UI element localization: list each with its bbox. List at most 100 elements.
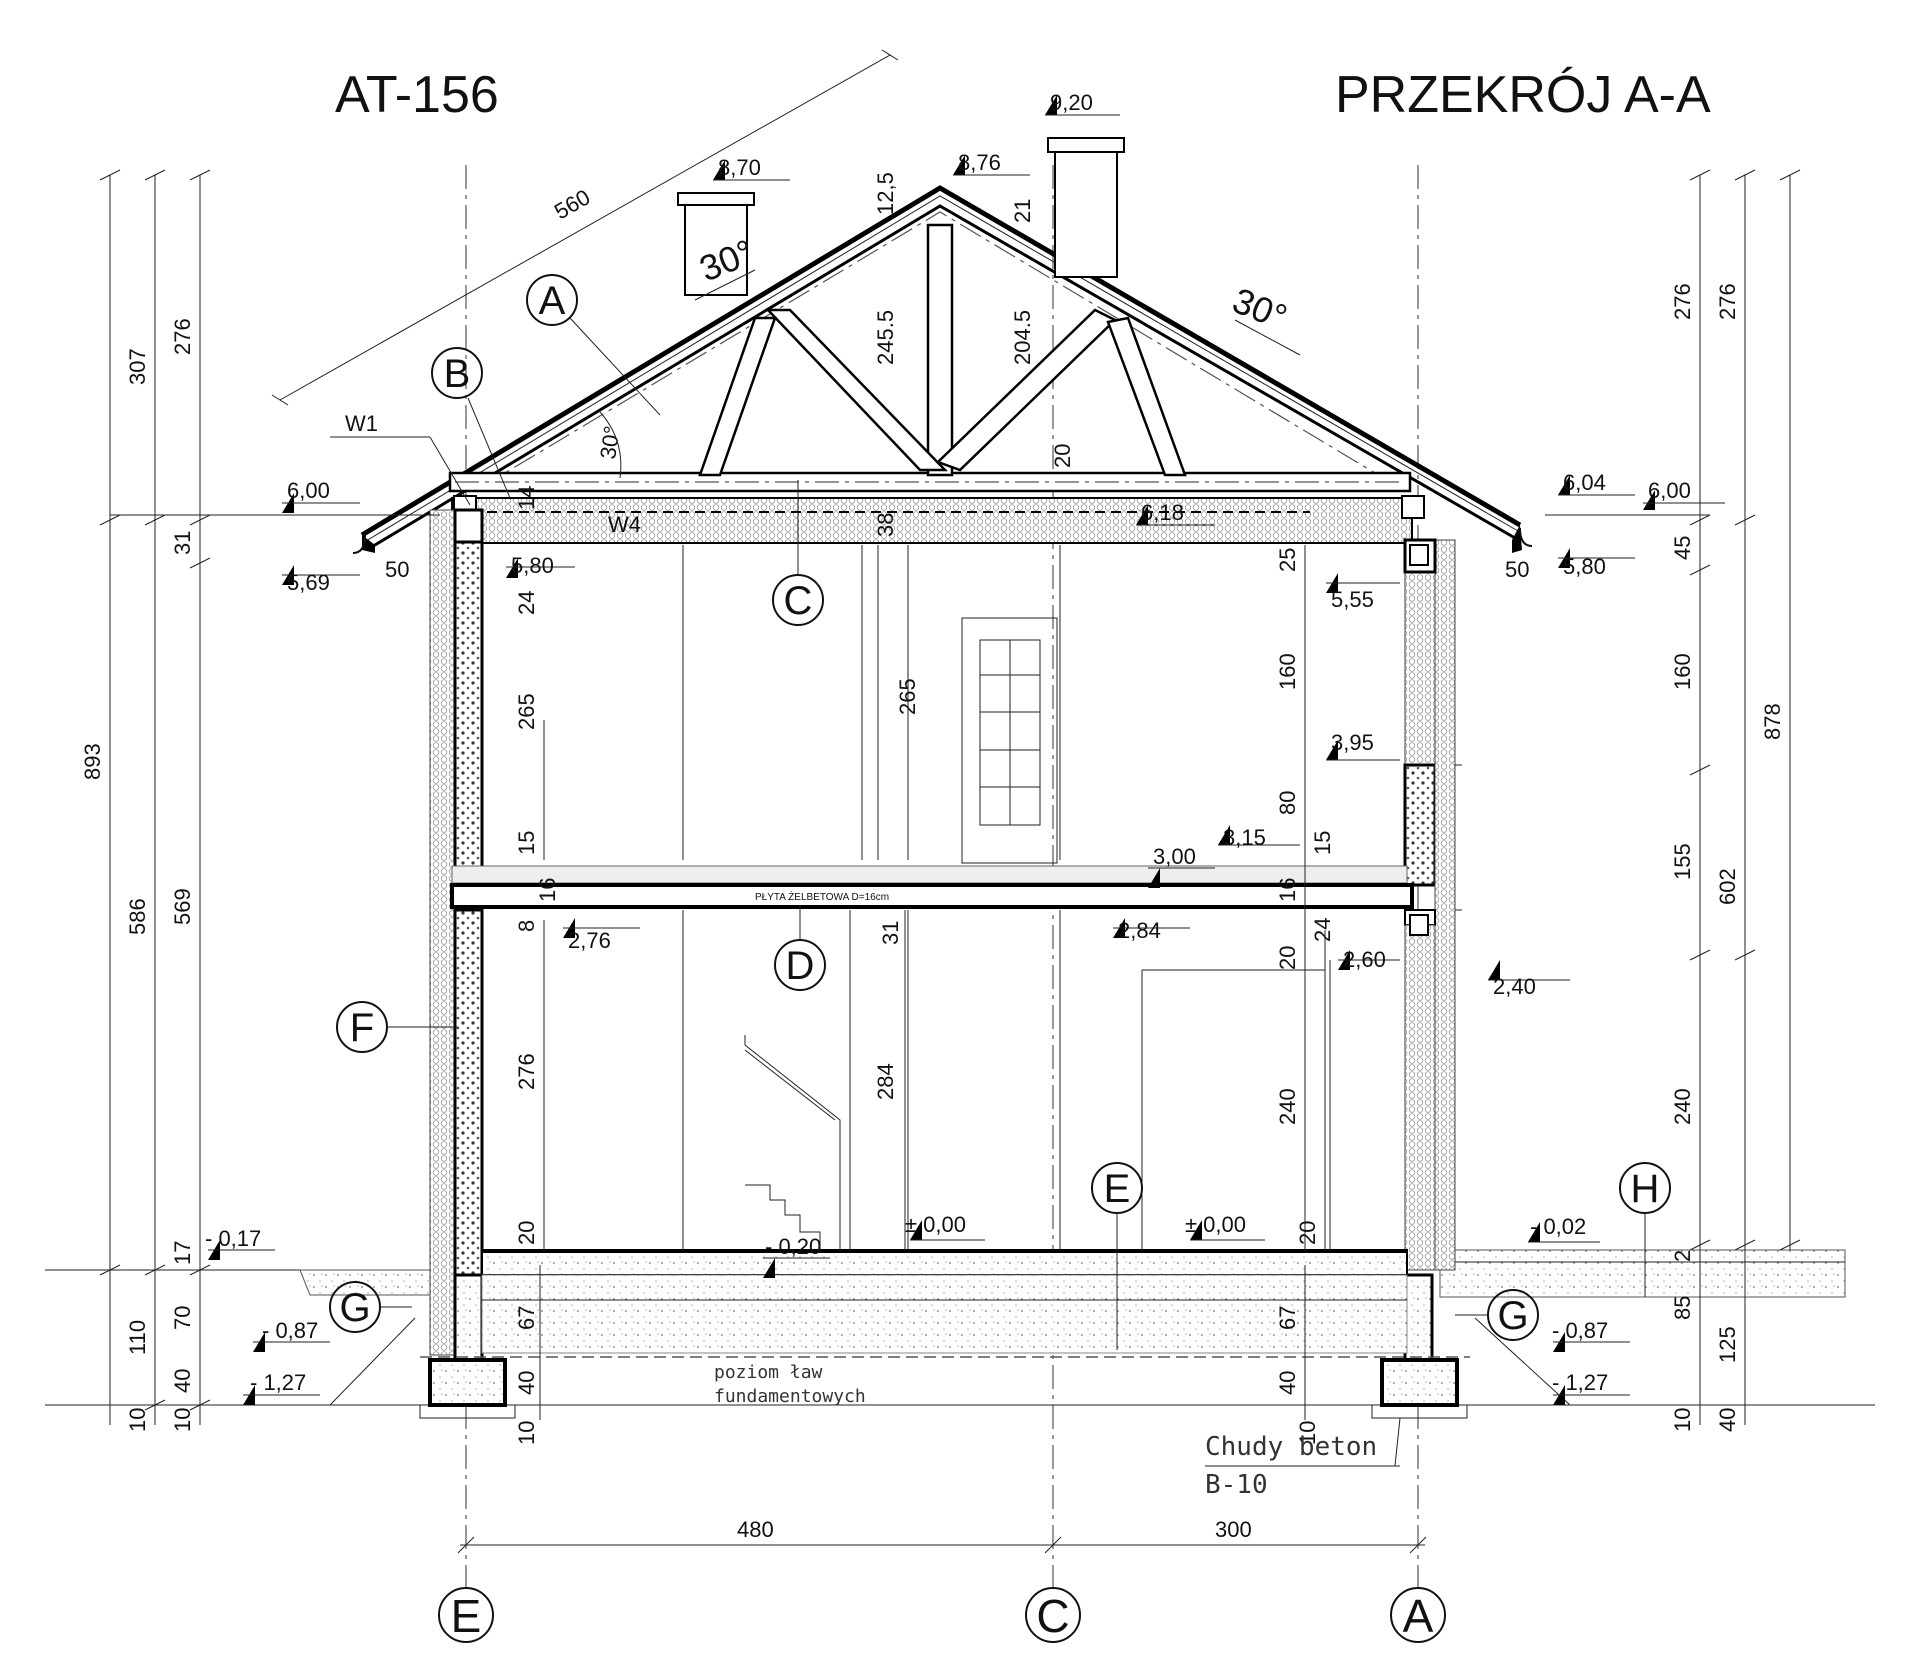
svg-text:F: F bbox=[350, 1006, 374, 1050]
level-wall-top-in: 5,80 bbox=[511, 553, 554, 578]
roof bbox=[352, 185, 1533, 554]
level-chimney-top: 9,20 bbox=[1050, 90, 1093, 115]
level-ground-right: - 0,02 bbox=[1530, 1214, 1586, 1239]
svg-text:D: D bbox=[786, 944, 815, 988]
svg-text:C: C bbox=[1036, 1590, 1069, 1642]
level-ceiling-top: 6,18 bbox=[1141, 500, 1184, 525]
dim-roof-4: 204.5 bbox=[1010, 310, 1035, 365]
interior-lines bbox=[682, 545, 1331, 1250]
svg-text:A: A bbox=[539, 279, 566, 323]
svg-text:E: E bbox=[1104, 1167, 1131, 1211]
dim-bottom-1: 480 bbox=[737, 1517, 774, 1542]
dim-left-outer-4: 10 bbox=[125, 1408, 150, 1432]
dim-right-mid-1: 276 bbox=[1670, 283, 1695, 320]
level-ridge: 8,76 bbox=[958, 150, 1001, 175]
level-marker-symbols bbox=[208, 95, 1725, 1405]
dim-left-outer-3: 110 bbox=[125, 1320, 150, 1355]
detail-tag-h: H bbox=[1619, 1162, 1671, 1297]
detail-tag-b: B bbox=[431, 347, 511, 499]
dim-int-right-8: 240 bbox=[1275, 1088, 1300, 1125]
dim-left-total: 893 bbox=[80, 743, 105, 780]
svg-text:C: C bbox=[784, 579, 813, 623]
level-lintel-a: 2,60 bbox=[1343, 947, 1386, 972]
dim-right-outer-2: 602 bbox=[1715, 868, 1740, 905]
level-ground-floor-a: ± 0,00 bbox=[905, 1212, 966, 1237]
level-foot-top-right: - 0,87 bbox=[1552, 1318, 1608, 1343]
detail-tag-c: C bbox=[772, 480, 824, 626]
dim-roof-5: 20 bbox=[1050, 444, 1075, 468]
dim-right-mid-8: 10 bbox=[1670, 1408, 1695, 1432]
dim-int-right-10: 67 bbox=[1275, 1306, 1300, 1330]
dim-right-mid-2: 45 bbox=[1670, 536, 1695, 560]
dim-int-right-4: 15 bbox=[1310, 831, 1335, 855]
dim-roof-7: 38 bbox=[873, 513, 898, 537]
dim-int-left-10: 10 bbox=[514, 1421, 539, 1445]
dim-roof-3: 245.5 bbox=[873, 310, 898, 365]
dim-roof-1: 12,5 bbox=[873, 172, 898, 215]
dimension-labels: 307 893 586 110 276 31 569 17 70 40 10 1… bbox=[80, 172, 1785, 1542]
floor-slab: PŁYTA ŻELBETOWA D=16cm bbox=[450, 865, 1414, 909]
dim-right-outer-5: 40 bbox=[1715, 1408, 1740, 1432]
level-eave-right-a: 6,04 bbox=[1563, 470, 1606, 495]
level-stair-base: - 0,20 bbox=[765, 1234, 821, 1259]
dim-int-right-12: 10 bbox=[1295, 1421, 1320, 1445]
level-foot-bottom-left: - 1,27 bbox=[250, 1370, 306, 1395]
detail-tag-e: E bbox=[1091, 1162, 1143, 1350]
svg-text:E: E bbox=[451, 1590, 482, 1642]
dim-left-mid-4: 17 bbox=[170, 1241, 195, 1265]
dim-right-mid-3: 160 bbox=[1670, 653, 1695, 690]
level-ground-floor-b: ± 0,00 bbox=[1185, 1212, 1246, 1237]
lean-concrete bbox=[329, 1317, 1571, 1419]
level-wall-top-right: 5,80 bbox=[1563, 554, 1606, 579]
level-ridge-left: 8,70 bbox=[718, 155, 761, 180]
detail-tag-f: F bbox=[336, 1001, 458, 1053]
dim-int-left-9: 40 bbox=[514, 1371, 539, 1395]
dim-left-outer-2: 586 bbox=[125, 898, 150, 935]
door bbox=[961, 617, 1058, 864]
level-eave-left: 6,00 bbox=[287, 478, 330, 503]
svg-text:A: A bbox=[1403, 1590, 1434, 1642]
dim-right-outer-4: 125 bbox=[1715, 1326, 1740, 1363]
dim-int-left-3: 15 bbox=[514, 831, 539, 855]
level-foot-bottom-right: - 1,27 bbox=[1552, 1370, 1608, 1395]
dim-int-left-2: 265 bbox=[514, 693, 539, 730]
dim-int-right-5: 16 bbox=[1275, 878, 1300, 902]
dim-left-mid-7: 10 bbox=[170, 1408, 195, 1432]
dimension-lines bbox=[99, 49, 1801, 1554]
dim-right-mid-7: 85 bbox=[1670, 1296, 1695, 1320]
dim-int-right-6: 24 bbox=[1310, 918, 1335, 942]
lean-concrete-grade: B-10 bbox=[1205, 1470, 1268, 1500]
dim-int-left-6: 276 bbox=[514, 1053, 539, 1090]
level-ground-left: - 0,17 bbox=[205, 1226, 261, 1251]
level-labels: 9,20 8,70 8,76 6,00 6,04 6,00 6,18 5,69 … bbox=[205, 90, 1691, 1395]
ground-floor bbox=[420, 1249, 1470, 1358]
level-lintel-b: 2,40 bbox=[1493, 974, 1536, 999]
dim-rafter-length: 560 bbox=[550, 184, 594, 224]
dim-int-left-7: 20 bbox=[514, 1221, 539, 1245]
dim-int-mid-3: 284 bbox=[873, 1063, 898, 1100]
svg-text:G: G bbox=[1497, 1294, 1528, 1338]
detail-tag-d: D bbox=[774, 905, 826, 991]
dim-int-left-1: 24 bbox=[514, 591, 539, 615]
chimneys bbox=[677, 137, 1125, 296]
dim-int-right-1: 25 bbox=[1275, 548, 1300, 572]
dim-eave-left: 50 bbox=[385, 557, 409, 582]
right-wall bbox=[1380, 538, 1462, 1407]
dim-int-mid-1: 265 bbox=[895, 678, 920, 715]
dim-right-mid-6: 2 bbox=[1670, 1250, 1695, 1262]
dim-int-left-4: 16 bbox=[535, 878, 560, 902]
level-foot-top-left: - 0,87 bbox=[262, 1318, 318, 1343]
level-first-floor-b: 3,15 bbox=[1223, 825, 1266, 850]
dim-left-mid-3: 569 bbox=[170, 888, 195, 925]
dim-roof-6: 14 bbox=[514, 486, 539, 510]
dim-int-left-5: 8 bbox=[514, 920, 539, 932]
stairs bbox=[744, 1035, 841, 1250]
level-eave-right-b: 6,00 bbox=[1648, 478, 1691, 503]
svg-text:G: G bbox=[339, 1286, 370, 1330]
wall-mark-w1: W1 bbox=[345, 411, 378, 436]
ceiling bbox=[451, 495, 1425, 544]
foundation-note-line1: poziom ław bbox=[714, 1362, 823, 1383]
foundation-note-line2: fundamentowych bbox=[714, 1386, 866, 1407]
dim-right-mid-5: 240 bbox=[1670, 1088, 1695, 1125]
